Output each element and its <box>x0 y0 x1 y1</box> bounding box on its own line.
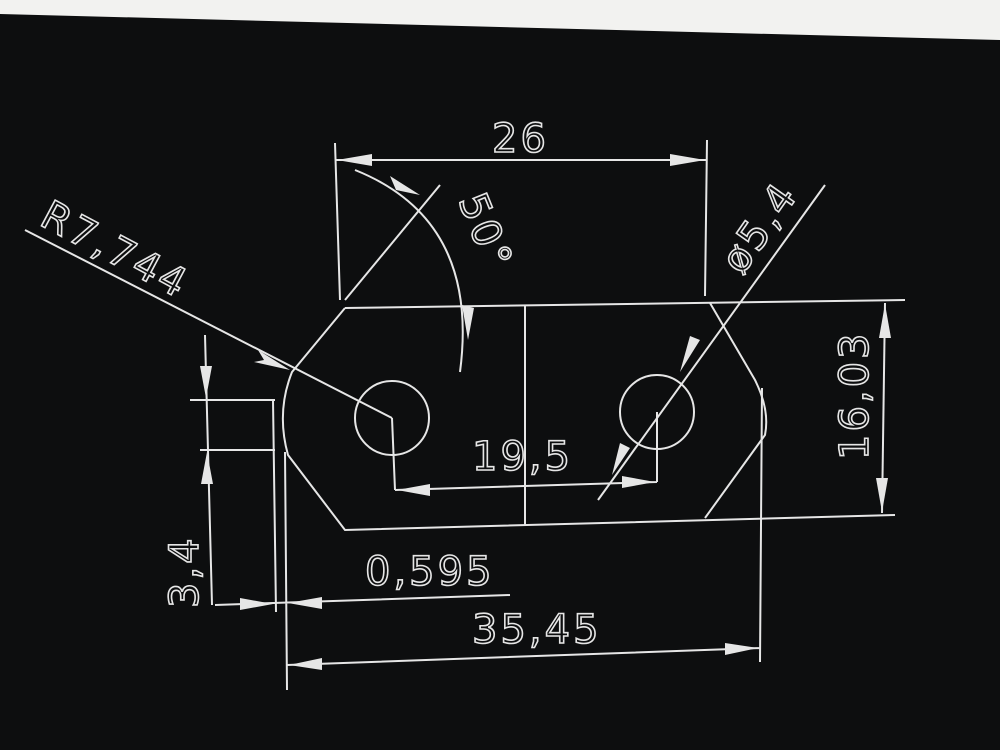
dim-text-height: 16,03 <box>832 330 878 460</box>
dimension-overall-length: 35,45 <box>286 387 763 670</box>
dim-text-radius: R7,744 <box>33 192 196 308</box>
dimension-26: 26 <box>334 115 708 301</box>
dimension-diameter: ø5,4 <box>597 173 826 501</box>
dimension-left-offset: 3,4 <box>161 334 275 609</box>
dim-text-overall-length: 35,45 <box>472 607 602 653</box>
dimension-hole-spacing: 19,5 <box>391 412 658 496</box>
part-outline <box>281 299 906 532</box>
dim-text-hole-spacing: 19,5 <box>472 434 573 480</box>
dim-text-26: 26 <box>492 116 549 162</box>
dim-text-left-offset: 3,4 <box>162 535 208 608</box>
dim-text-small-offset: 0,595 <box>365 549 495 595</box>
dimension-small-offset: 0,595 <box>214 399 511 691</box>
dimension-angle: 50° <box>344 169 522 373</box>
dimension-height: 16,03 <box>831 302 891 514</box>
left-hole <box>354 380 430 456</box>
dim-text-angle: 50° <box>449 187 522 278</box>
